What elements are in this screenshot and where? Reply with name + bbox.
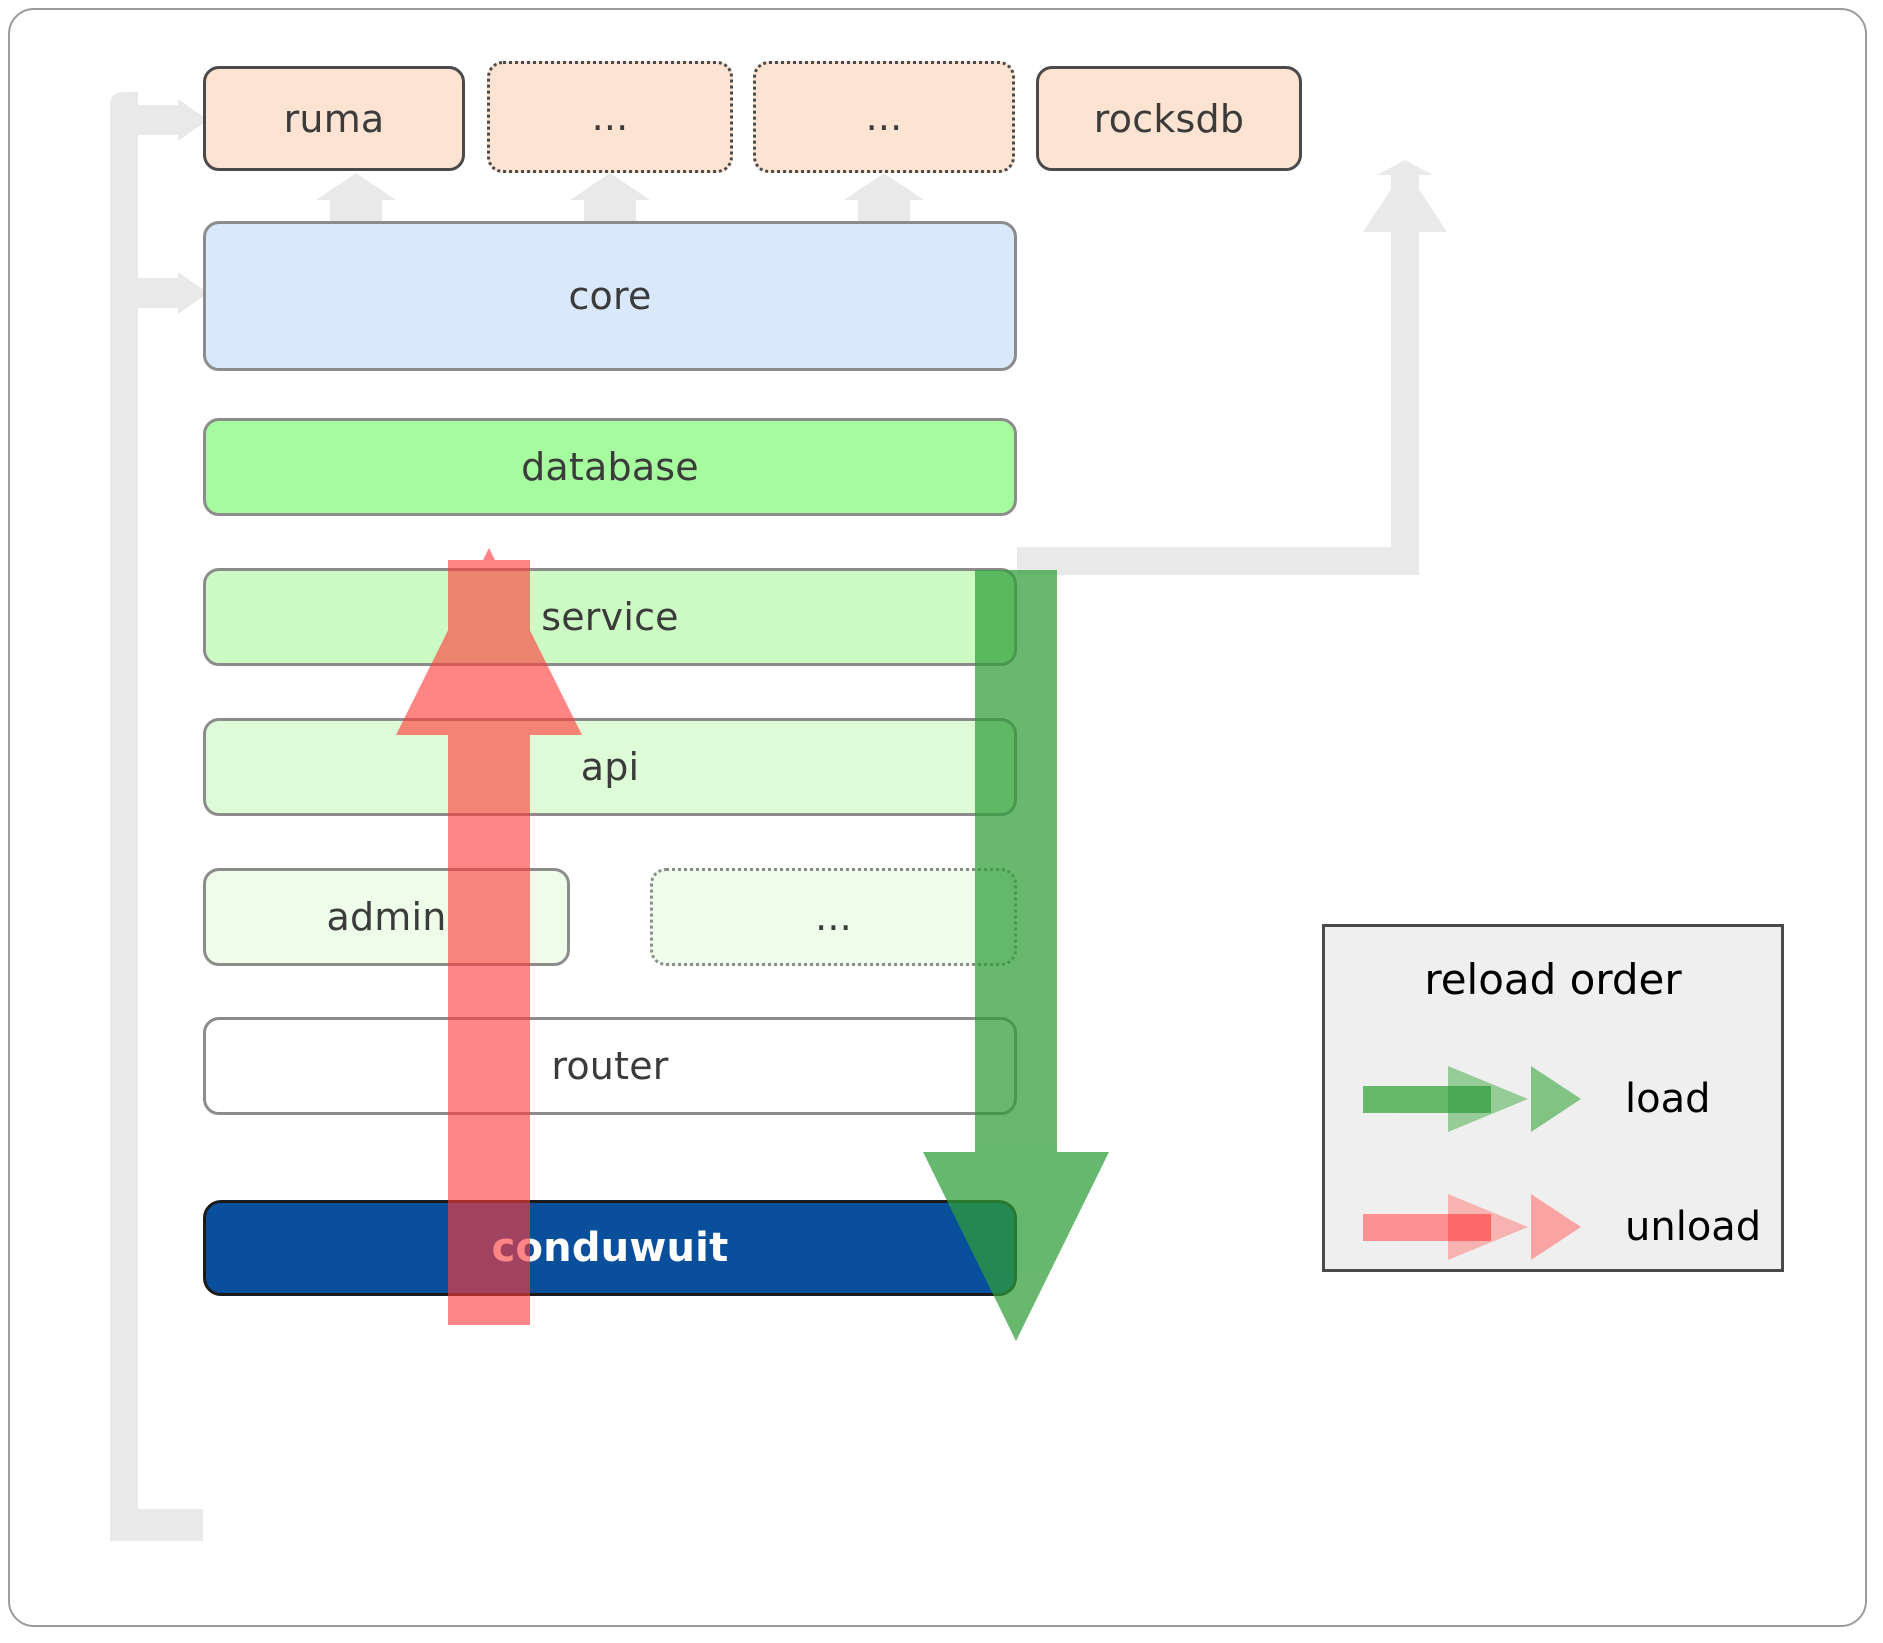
layer-label: router — [551, 1044, 669, 1088]
load-arrow-icon — [1363, 1059, 1588, 1139]
dependency-label: ... — [865, 95, 903, 139]
unload-arrow-icon — [1363, 1187, 1588, 1267]
layer-node-core[interactable]: core — [203, 221, 1017, 371]
dependency-node-ruma[interactable]: ruma — [203, 66, 465, 171]
legend-panel: reload order load — [1322, 924, 1784, 1272]
layer-node-admin[interactable]: admin — [203, 868, 570, 966]
root-node-conduwuit[interactable]: conduwuit — [203, 1200, 1017, 1296]
layer-label: api — [580, 745, 640, 789]
dependency-node-placeholder-1[interactable]: ... — [487, 61, 733, 173]
layer-node-service[interactable]: service — [203, 568, 1017, 666]
layer-label: database — [521, 445, 699, 489]
legend-label-load: load — [1625, 1076, 1711, 1122]
dependency-label: ... — [591, 95, 629, 139]
layer-label: service — [541, 595, 679, 639]
layer-node-api[interactable]: api — [203, 718, 1017, 816]
layer-node-database[interactable]: database — [203, 418, 1017, 516]
dependency-label: ruma — [283, 96, 385, 141]
layer-label: admin — [326, 895, 447, 939]
legend-row-unload: unload — [1325, 1187, 1781, 1267]
dependency-node-placeholder-2[interactable]: ... — [753, 61, 1015, 173]
legend-row-load: load — [1325, 1059, 1781, 1139]
dependency-label: rocksdb — [1093, 96, 1245, 141]
legend-label-unload: unload — [1625, 1204, 1762, 1250]
layer-node-placeholder[interactable]: ... — [650, 868, 1017, 966]
layer-label: core — [568, 274, 652, 318]
legend-title: reload order — [1424, 955, 1682, 1004]
root-node-label: conduwuit — [491, 1225, 729, 1271]
layer-label: ... — [815, 895, 852, 939]
dependency-node-rocksdb[interactable]: rocksdb — [1036, 66, 1302, 171]
layer-node-router[interactable]: router — [203, 1017, 1017, 1115]
